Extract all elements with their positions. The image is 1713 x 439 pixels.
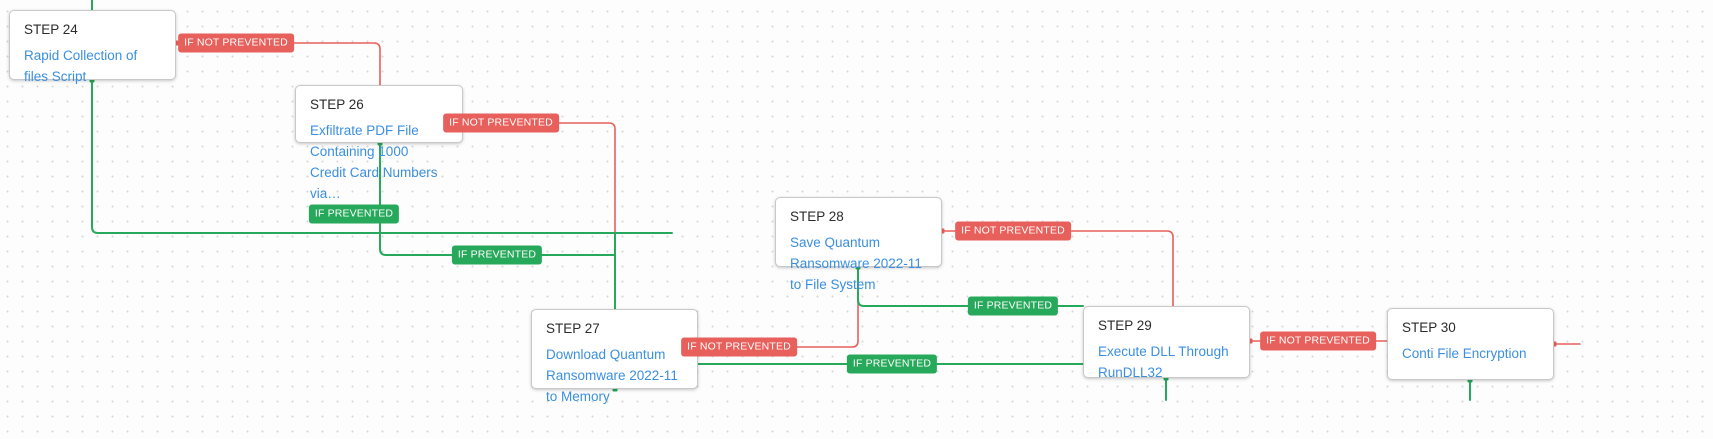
node-step28[interactable]: STEP 28 Save Quantum Ransomware 2022-11 t… bbox=[775, 197, 942, 292]
edge-label-l1[interactable]: IF NOT PREVENTED bbox=[178, 33, 294, 53]
edge-label-l5[interactable]: IF NOT PREVENTED bbox=[955, 221, 1071, 241]
node-title: Save Quantum Ransomware 2022-11 to File … bbox=[790, 235, 922, 292]
node-title: Conti File Encryption bbox=[1402, 346, 1527, 361]
edge-label-l9[interactable]: IF NOT PREVENTED bbox=[1260, 331, 1376, 351]
node-title: Execute DLL Through RunDLL32 bbox=[1098, 344, 1229, 380]
node-port-p24-b[interactable] bbox=[89, 77, 95, 83]
edge-label-l6[interactable]: IF PREVENTED bbox=[967, 296, 1059, 316]
node-step-number: STEP 24 bbox=[24, 22, 78, 37]
node-step-number: STEP 26 bbox=[310, 97, 364, 112]
node-step-number: STEP 28 bbox=[790, 209, 844, 224]
node-port-p28-b[interactable] bbox=[855, 264, 861, 270]
edge-e27-red-out[interactable] bbox=[697, 266, 859, 348]
edge-label-l7[interactable]: IF NOT PREVENTED bbox=[681, 337, 797, 357]
edge-e24-green-out[interactable] bbox=[91, 79, 673, 234]
node-title: Rapid Collection of files Script bbox=[24, 48, 138, 84]
edge-e28-green-out[interactable] bbox=[857, 266, 1084, 307]
edge-label-l3[interactable]: IF PREVENTED bbox=[308, 204, 400, 224]
node-step-number: STEP 30 bbox=[1402, 320, 1456, 335]
node-port-p30-b[interactable] bbox=[1467, 377, 1473, 383]
node-port-p26-b[interactable] bbox=[377, 140, 383, 146]
edge-e26-green-out[interactable] bbox=[379, 142, 616, 256]
edge-label-l8[interactable]: IF PREVENTED bbox=[846, 354, 938, 374]
node-title: Download Quantum Ransomware 2022-11 to M… bbox=[546, 347, 678, 404]
node-port-p28-r[interactable] bbox=[939, 228, 945, 234]
node-step27[interactable]: STEP 27 Download Quantum Ransomware 2022-… bbox=[531, 309, 698, 404]
edge-e26-red-out[interactable] bbox=[462, 122, 616, 234]
node-port-p27-b[interactable] bbox=[612, 386, 618, 392]
node-port-p29-b[interactable] bbox=[1163, 375, 1169, 381]
node-port-p30-r[interactable] bbox=[1551, 341, 1557, 347]
node-step24[interactable]: STEP 24 Rapid Collection of files Script bbox=[9, 10, 176, 84]
edge-label-l2[interactable]: IF NOT PREVENTED bbox=[443, 113, 559, 133]
node-step29[interactable]: STEP 29 Execute DLL Through RunDLL32 bbox=[1083, 306, 1250, 380]
edge-e24-red-out[interactable] bbox=[175, 42, 381, 86]
edge-e28-red-out[interactable] bbox=[941, 230, 1174, 307]
node-step26[interactable]: STEP 26 Exfiltrate PDF File Containing 10… bbox=[295, 85, 463, 201]
edge-label-l4[interactable]: IF PREVENTED bbox=[451, 245, 543, 265]
node-step30[interactable]: STEP 30 Conti File Encryption bbox=[1387, 308, 1554, 380]
node-title: Exfiltrate PDF File Containing 1000 Cred… bbox=[310, 123, 438, 201]
node-port-p24-r[interactable] bbox=[173, 40, 179, 46]
node-step-number: STEP 27 bbox=[546, 321, 600, 336]
node-step-number: STEP 29 bbox=[1098, 318, 1152, 333]
node-port-p29-r[interactable] bbox=[1247, 338, 1253, 344]
